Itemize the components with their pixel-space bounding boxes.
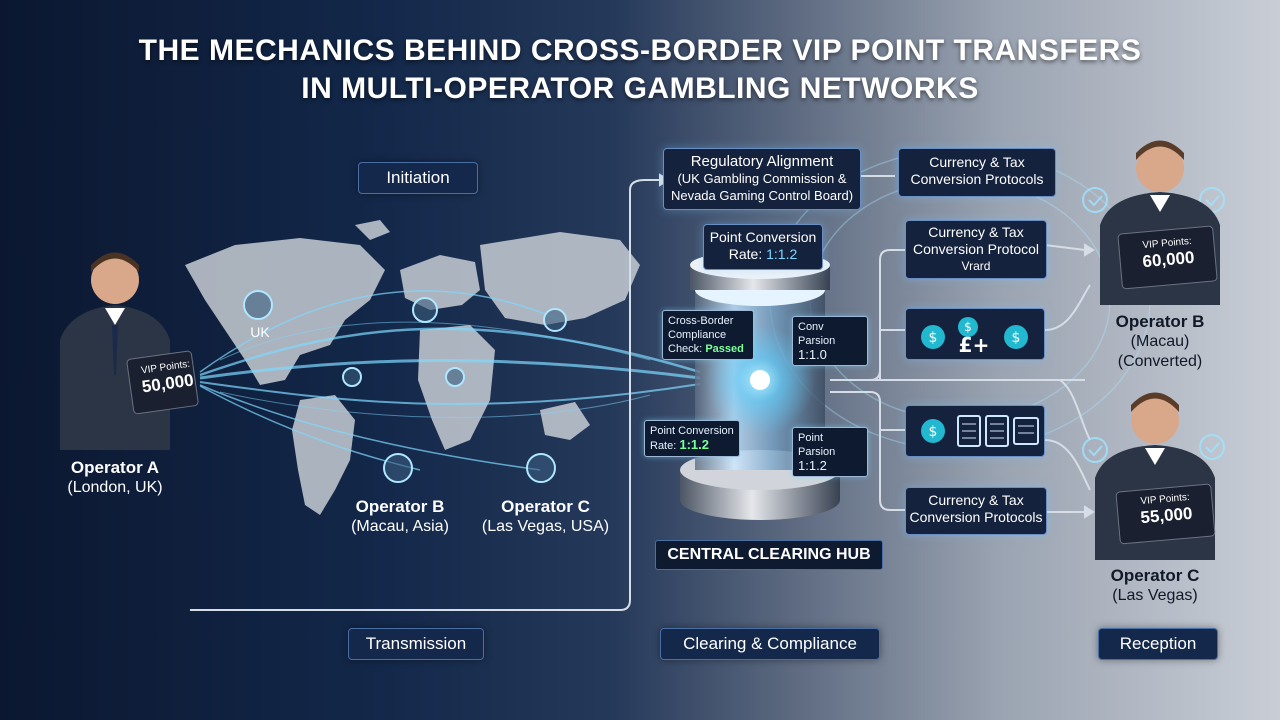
dollar-coin-icon: $: [921, 325, 945, 349]
operator-a-location: (London, UK): [67, 479, 163, 496]
operator-b-location-1: (Macau): [1130, 333, 1190, 350]
currency-icons-box-2: $: [905, 405, 1045, 457]
point-conversion-rate-prefix: Rate:: [728, 246, 767, 262]
operator-b-map-label: Operator B (Macau, Asia): [335, 497, 465, 537]
flow-lines: [199, 290, 701, 471]
hub-conversion-panel-2: Point Conversion Rate: 1:1.2: [644, 420, 740, 457]
hub-m2-line-2: 1:1.0: [798, 347, 827, 362]
operator-b-map-location: (Macau, Asia): [351, 518, 449, 535]
point-conversion-box: Point Conversion Rate: 1:1.2: [703, 224, 823, 270]
point-conversion-rate: 1:1.2: [766, 246, 798, 262]
operator-a-figure: [60, 252, 199, 450]
operator-c-name: Operator C: [1110, 566, 1200, 585]
world-map: [185, 220, 640, 515]
map-label-uk: UK: [250, 324, 270, 340]
operator-c-map-label: Operator C (Las Vegas, USA): [478, 497, 613, 537]
currency-top-line-1: Currency & Tax: [929, 154, 1025, 170]
hub-conversion-panel-3: Point Parsion 1:1.2: [792, 427, 868, 477]
hub-m1-line-3: Check:: [668, 343, 703, 355]
operator-b-name: Operator B: [1115, 312, 1205, 331]
operator-a-label: Operator A (London, UK): [40, 458, 190, 498]
currency-tax-box-bottom: Currency & Tax Conversion Protocols: [905, 487, 1047, 535]
pound-plus-icon: £+: [959, 333, 990, 357]
svg-text:$: $: [1012, 330, 1021, 346]
regulatory-line-3: Nevada Gaming Control Board): [670, 188, 854, 203]
regulatory-alignment-box: Regulatory Alignment (UK Gambling Commis…: [663, 148, 861, 210]
stage-reception: Reception: [1098, 628, 1218, 660]
svg-text:$: $: [929, 330, 938, 346]
operator-c-map-name: Operator C: [501, 497, 590, 516]
hub-m2-line-1: Conv Parsion: [798, 321, 836, 347]
operator-c-label: Operator C (Las Vegas): [1080, 566, 1230, 606]
calculator-icon: [1013, 417, 1039, 445]
hub-compliance-panel: Cross-Border Compliance Check: Passed: [662, 310, 754, 360]
svg-text:$: $: [964, 320, 972, 334]
dollar-coin-icon: $: [921, 419, 945, 443]
dollar-coin-icon: $: [1004, 325, 1028, 349]
calculator-icon: [985, 415, 1009, 447]
operator-b-figure: [1100, 140, 1220, 305]
currency-bottom-line-1: Currency & Tax: [928, 492, 1024, 508]
stage-clearing-compliance: Clearing & Compliance: [660, 628, 880, 660]
regulatory-title: Regulatory Alignment: [690, 153, 834, 170]
title-line-1: THE MECHANICS BEHIND CROSS-BORDER VIP PO…: [138, 34, 1142, 67]
hub-m3-line-1: Point Conversion: [650, 425, 734, 437]
svg-text:$: $: [929, 424, 938, 440]
title-line-2: IN MULTI-OPERATOR GAMBLING NETWORKS: [301, 72, 979, 105]
dollar-coin-icon: $: [958, 317, 978, 337]
stage-transmission: Transmission: [348, 628, 484, 660]
hub-m3-rate: 1:1.2: [679, 437, 709, 452]
hub-m1-status: Passed: [705, 343, 744, 355]
currency-bottom-line-2: Conversion Protocols: [909, 509, 1043, 525]
operator-a-name: Operator A: [70, 458, 160, 477]
currency-mid-line-2: Conversion Protocol: [912, 241, 1040, 257]
svg-text:£+: £+: [959, 333, 990, 357]
stage-initiation: Initiation: [358, 162, 478, 194]
operator-c-figure: [1095, 392, 1216, 560]
currency-top-line-2: Conversion Protocols: [910, 171, 1044, 187]
point-conversion-line-1: Point Conversion: [709, 229, 817, 245]
operator-c-map-location: (Las Vegas, USA): [481, 518, 610, 535]
connector-lines: [190, 173, 1095, 611]
central-clearing-hub-label: CENTRAL CLEARING HUB: [655, 540, 883, 570]
hub-m3-line-2: Rate:: [650, 440, 677, 452]
hub-conversion-panel-1: Conv Parsion 1:1.0: [792, 316, 868, 366]
clearing-hub-cylinder: [680, 251, 840, 520]
regulatory-line-2: (UK Gambling Commission &: [677, 171, 847, 186]
hub-m1-line-1: Cross-Border: [668, 315, 734, 327]
hub-m1-line-2: Compliance: [668, 329, 727, 341]
currency-tax-box-top: Currency & Tax Conversion Protocols: [898, 148, 1056, 197]
operator-b-location-2: (Converted): [1117, 353, 1203, 370]
lock-icons: [243, 290, 567, 483]
calculator-icon: [957, 415, 981, 447]
hub-m4-line-1: Point Parsion: [798, 432, 836, 458]
currency-mid-line-1: Currency & Tax: [928, 224, 1024, 240]
operator-c-location: (Las Vegas): [1112, 587, 1198, 604]
operator-b-label: Operator B (Macau) (Converted): [1085, 312, 1235, 372]
currency-mid-line-3: Vrard: [961, 259, 991, 273]
operator-b-map-name: Operator B: [355, 497, 445, 516]
page-title: THE MECHANICS BEHIND CROSS-BORDER VIP PO…: [0, 32, 1280, 108]
currency-tax-box-mid: Currency & Tax Conversion Protocol Vrard: [905, 220, 1047, 279]
currency-icons-box-1: $ $ £+ $: [905, 308, 1045, 360]
hub-m4-line-2: 1:1.2: [798, 458, 827, 473]
